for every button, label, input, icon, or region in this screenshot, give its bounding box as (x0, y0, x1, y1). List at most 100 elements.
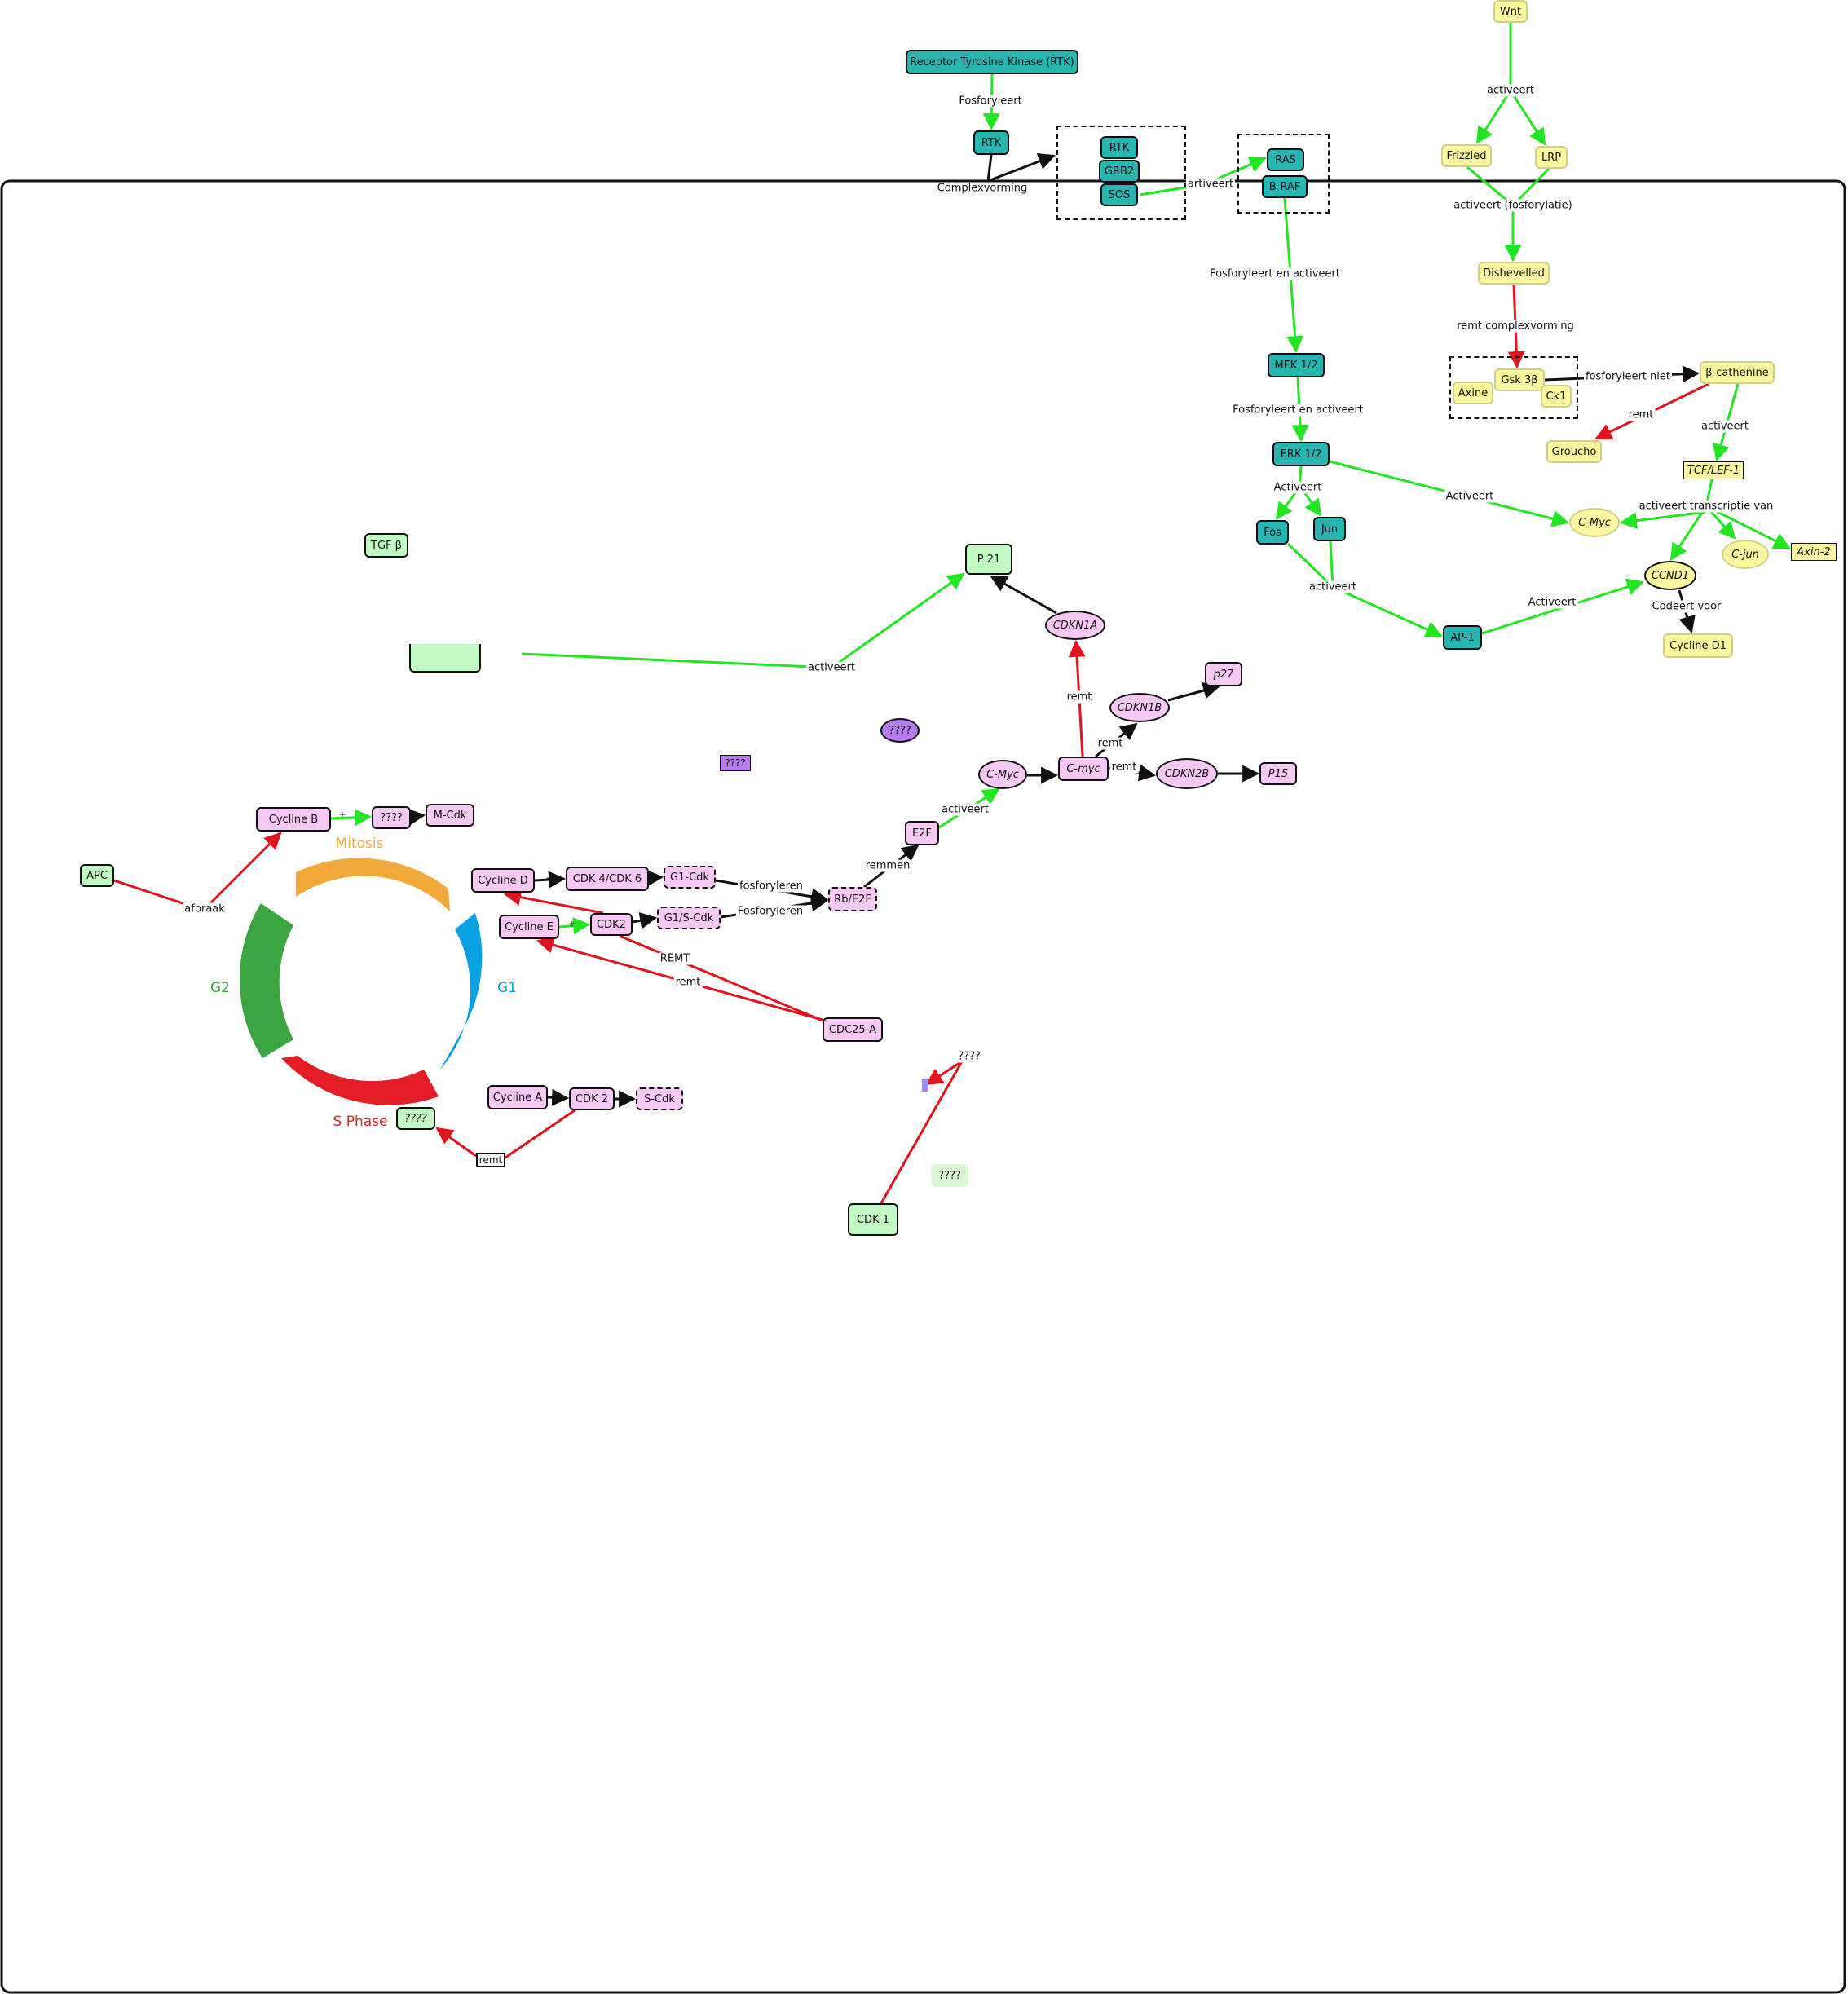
node-cjun[interactable]: C-jun (1722, 540, 1769, 569)
edge-cdk1-up (880, 1061, 964, 1204)
node-rtk-receptor[interactable]: Receptor Tyrosine Kinase (RTK) (906, 50, 1078, 74)
node-cycline-b[interactable]: Cycline B (256, 807, 331, 832)
node-tgfb[interactable]: TGF β (364, 533, 408, 558)
node-p21[interactable]: P 21 (965, 544, 1012, 575)
node-g1s-cdk[interactable]: G1/S-Cdk (657, 907, 721, 929)
node-apc[interactable]: APC (80, 864, 114, 887)
node-cmyc-gene[interactable]: C-myc (1058, 757, 1109, 781)
node-cmyc-wnt[interactable]: C-Myc (1569, 508, 1620, 537)
node-g1-cdk[interactable]: G1-Cdk (664, 866, 716, 889)
node-p27[interactable]: p27 (1205, 662, 1242, 686)
edge-cyclined-cdk46 (534, 871, 567, 889)
node-ras[interactable]: RAS (1267, 148, 1304, 171)
node-fos[interactable]: Fos (1256, 520, 1289, 545)
label-activeert-erk-cmyc: Activeert (1444, 490, 1496, 503)
mitosis-arc (296, 858, 450, 911)
node-axine[interactable]: Axine (1453, 382, 1493, 404)
node-mek[interactable]: MEK 1/2 (1268, 353, 1325, 377)
node-cdk1[interactable]: CDK 1 (848, 1203, 898, 1236)
edge-wnt-lrp (1509, 90, 1546, 146)
node-cycline-a[interactable]: Cycline A (487, 1085, 548, 1109)
edge-tcf-axin2 (1705, 505, 1791, 549)
node-cdkn2b[interactable]: CDKN2B (1156, 758, 1218, 789)
edge-cdc25a-cdk2 (619, 934, 823, 1022)
node-purple-unknown-rect[interactable]: ???? (720, 755, 751, 771)
node-cycline-d1[interactable]: Cycline D1 (1663, 633, 1733, 658)
node-rb-e2f[interactable]: Rb/E2F (828, 887, 877, 911)
edge-rtk-complex-b (987, 152, 1056, 183)
node-bcat[interactable]: β-cathenine (1700, 361, 1775, 384)
edge-tcf-ccnd1 (1669, 505, 1708, 561)
small-purple-marker (922, 1079, 928, 1092)
node-lrp[interactable]: LRP (1535, 146, 1568, 169)
node-groucho[interactable]: Groucho (1546, 440, 1602, 463)
node-jun[interactable]: Jun (1313, 517, 1346, 541)
node-s-phase-unknown[interactable]: ???? (396, 1107, 435, 1130)
label-plus-cyclineb: + (338, 809, 346, 820)
cell-cycle-wheel (239, 858, 483, 1105)
label-remmen: remmen (863, 859, 912, 872)
label-fosforyleert-niet: fosforyleert niet (1584, 370, 1672, 383)
edge-tgf-p21 (521, 572, 965, 669)
node-ck1[interactable]: Ck1 (1541, 385, 1572, 408)
node-cdk2-s[interactable]: CDK 2 (569, 1087, 615, 1110)
node-cmyc-pink[interactable]: C-Myc (978, 760, 1027, 789)
node-mitosis-unknown[interactable]: ???? (372, 806, 411, 829)
node-grb2[interactable]: GRB2 (1099, 160, 1140, 183)
node-cycline-e[interactable]: Cycline E (499, 915, 559, 939)
node-erk[interactable]: ERK 1/2 (1272, 442, 1330, 466)
edge-fos-join (1286, 542, 1334, 589)
node-sos[interactable]: SOS (1100, 183, 1138, 206)
label-activeert-transcriptie: activeert transcriptie van (1637, 500, 1775, 513)
label-plus-cyclined: + (545, 872, 554, 884)
label-activeert-erk: Activeert (1272, 481, 1324, 494)
node-gsk[interactable]: Gsk 3β (1494, 368, 1545, 391)
node-cycline-d[interactable]: Cycline D (471, 868, 535, 893)
node-cdkn1a[interactable]: CDKN1A (1045, 611, 1105, 640)
node-cdk46[interactable]: CDK 4/CDK 6 (566, 867, 649, 891)
edge-qb-mcdk (407, 808, 426, 826)
node-wnt[interactable]: Wnt (1493, 0, 1528, 23)
label-codeert-voor: Codeert voor (1650, 600, 1723, 613)
node-light-unknown[interactable]: ???? (931, 1164, 968, 1187)
phase-s: S Phase (333, 1114, 388, 1130)
node-m-cdk[interactable]: M-Cdk (426, 804, 474, 827)
node-axin2[interactable]: Axin-2 (1791, 543, 1837, 561)
edge-apc-afbraak (113, 879, 188, 907)
node-rtk-complex[interactable]: RTK (1100, 136, 1138, 159)
label-complexvorming: Complexvorming (935, 182, 1030, 195)
node-purple-unknown-ellipse[interactable]: ???? (880, 718, 920, 743)
g1-arc (440, 913, 483, 1070)
node-ccnd1[interactable]: CCND1 (1644, 561, 1696, 590)
edge-cyclinea-cdk2s (547, 1088, 570, 1106)
edge-cdk2-g1scdk (632, 911, 658, 929)
label-fosforyleren-2: Fosforyleren (735, 905, 805, 918)
edge-remt-green (435, 1127, 477, 1158)
node-ap1[interactable]: AP-1 (1443, 625, 1482, 650)
node-remt-box[interactable]: remt (476, 1153, 505, 1167)
edge-cyclineb-qb (330, 809, 373, 827)
label-remt-cdc: remt (673, 976, 703, 989)
node-rtk[interactable]: RTK (973, 130, 1009, 155)
label-fosforyleert: Fosforyleert (957, 95, 1024, 108)
node-s-cdk[interactable]: S-Cdk (636, 1087, 683, 1110)
phase-mitosis: Mitosis (335, 836, 384, 852)
label-remt-caps: REMT (658, 952, 692, 965)
node-cdc25a[interactable]: CDC25-A (823, 1017, 883, 1042)
node-tgfb-receptor (409, 644, 481, 673)
node-braf[interactable]: B-RAF (1262, 175, 1308, 198)
edge-rtk-complex-a (986, 154, 993, 182)
edge-afbraak-cyclineb (209, 832, 282, 905)
node-cdk2[interactable]: CDK2 (590, 913, 633, 936)
node-dishevelled[interactable]: Dishevelled (1478, 262, 1550, 285)
label-fosforyleren-1: fosforyleren (738, 880, 805, 893)
g2-arc (239, 903, 293, 1058)
node-p15[interactable]: P15 (1259, 762, 1297, 785)
node-tcf[interactable]: TCF/LEF-1 (1683, 461, 1744, 479)
node-cdkn1b[interactable]: CDKN1B (1109, 693, 1170, 722)
node-frizzled[interactable]: Frizzled (1441, 144, 1492, 167)
edge-tcf-cmyc (1619, 510, 1707, 530)
node-e2f[interactable]: E2F (905, 821, 939, 845)
edge-cdk1-marker (925, 1060, 963, 1086)
destruction-complex (1449, 356, 1578, 419)
